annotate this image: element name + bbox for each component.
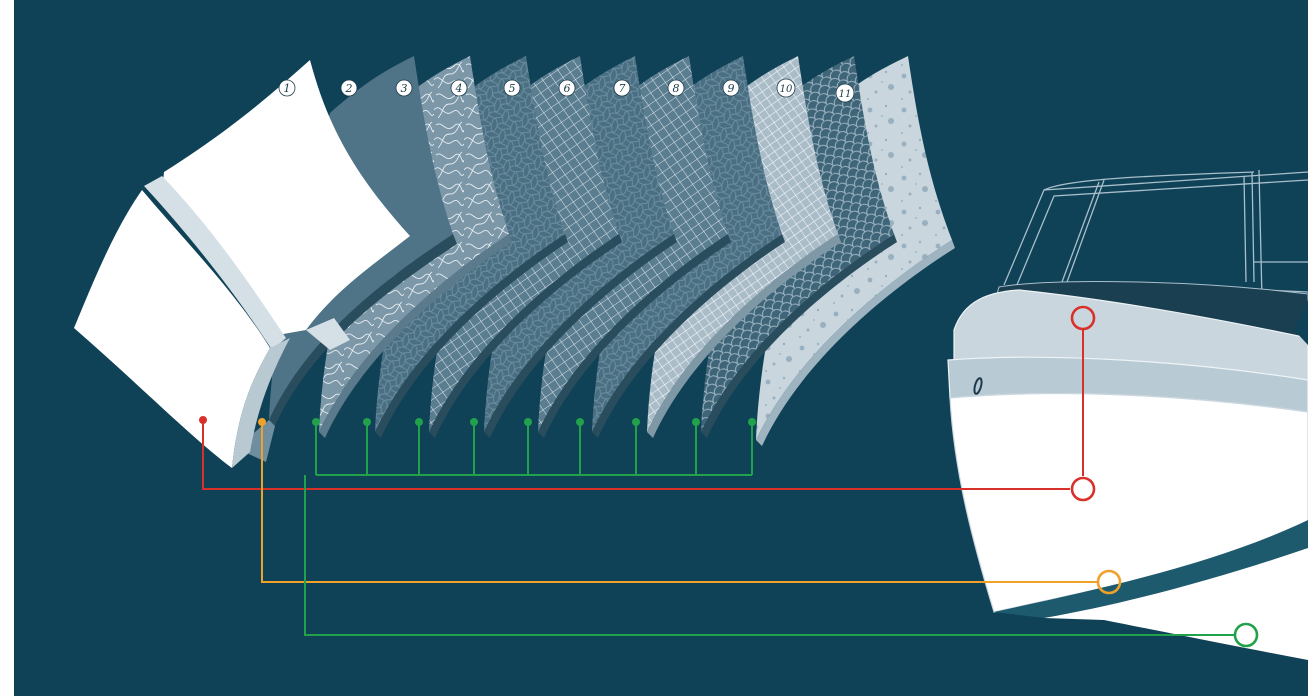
diagram-canvas: 1 2 3 4 5 6 7 8 9 10 11: [14, 0, 1308, 696]
svg-text:1: 1: [284, 82, 291, 95]
layer-label-7: 7: [614, 80, 630, 96]
svg-text:10: 10: [780, 84, 793, 95]
svg-text:8: 8: [673, 82, 680, 95]
boat-illustration: [948, 170, 1308, 660]
layer-label-9: 9: [723, 80, 739, 96]
layer-label-8: 8: [668, 80, 684, 96]
svg-text:6: 6: [564, 82, 571, 95]
layer-label-4: 4: [451, 80, 467, 96]
layer-label-11: 11: [836, 84, 854, 102]
svg-text:3: 3: [401, 82, 408, 95]
svg-text:11: 11: [839, 89, 852, 100]
svg-text:2: 2: [345, 82, 353, 95]
layer-label-6: 6: [559, 80, 575, 96]
svg-text:7: 7: [619, 82, 626, 95]
layer-label-1: 1: [279, 80, 295, 96]
svg-text:9: 9: [728, 82, 735, 95]
layer-label-5: 5: [504, 80, 520, 96]
layer-label-2: 2: [341, 80, 357, 96]
layer-label-3: 3: [396, 80, 412, 96]
svg-text:5: 5: [509, 82, 516, 95]
hull-layers-diagram: 1 2 3 4 5 6 7 8 9 10 11: [14, 0, 1308, 696]
svg-text:4: 4: [455, 82, 463, 95]
layer-label-10: 10: [777, 79, 795, 97]
